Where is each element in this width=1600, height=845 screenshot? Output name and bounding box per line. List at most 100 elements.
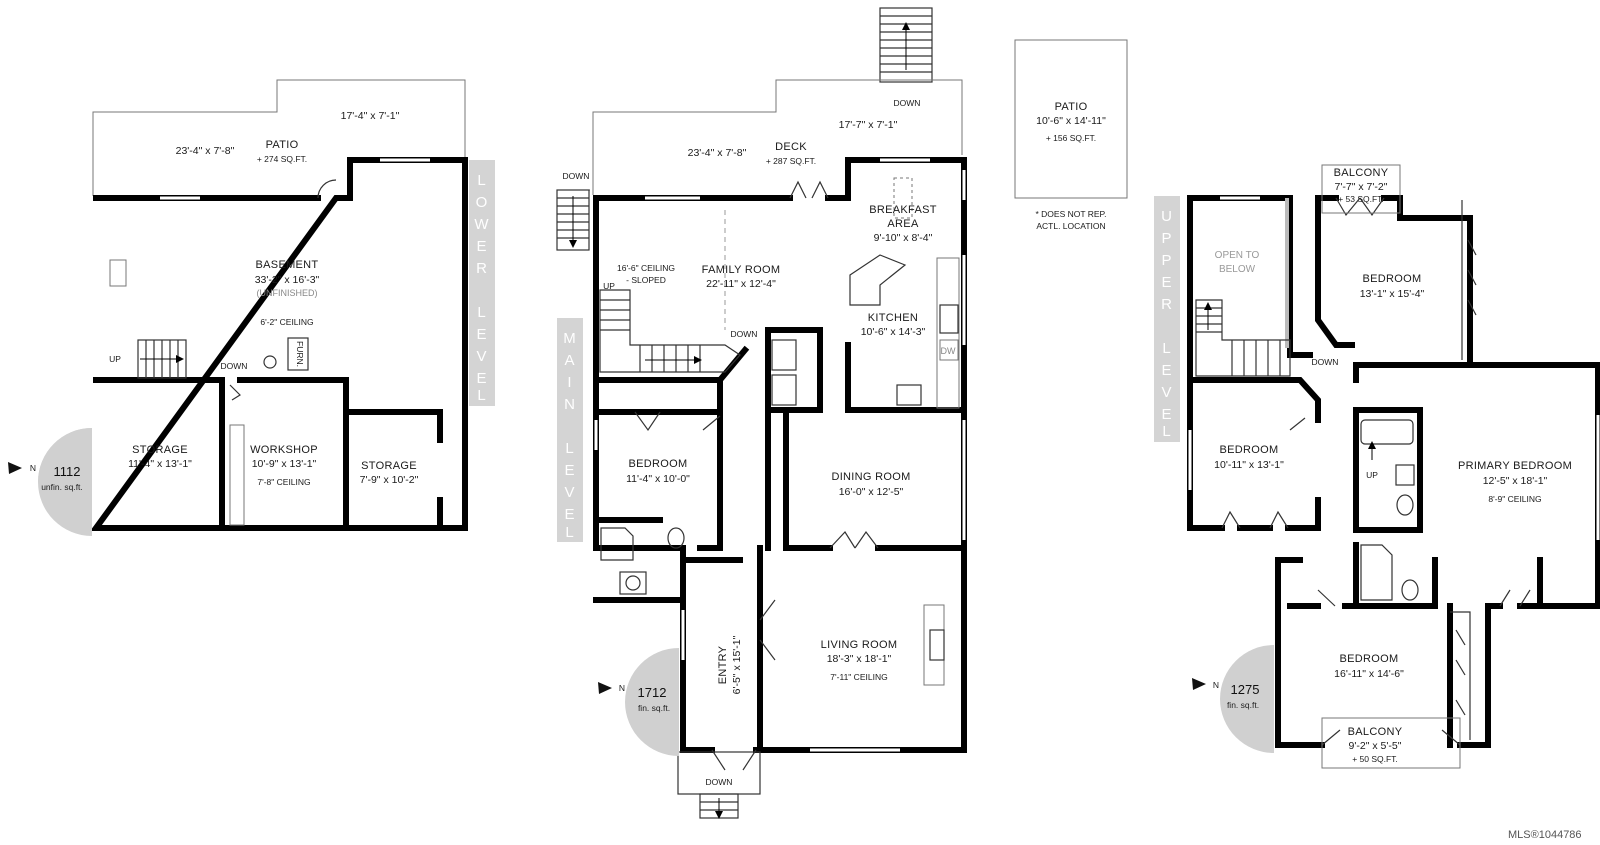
upper-north-label: N xyxy=(1213,680,1219,690)
lower-area-value: 1112 xyxy=(54,464,81,479)
bedroom-ne-name: BEDROOM xyxy=(1363,273,1422,285)
lower-patio-dim-right: 17'-4" x 7'-1" xyxy=(341,110,400,122)
main-bedroom-name: BEDROOM xyxy=(629,458,688,470)
upper-area-unit: fin. sq.ft. xyxy=(1227,700,1259,710)
living-name: LIVING ROOM xyxy=(821,639,898,651)
main-north-arrow-icon xyxy=(598,682,612,694)
lower-patio-dim-left: 23'-4" x 7'-8" xyxy=(176,145,235,157)
main-down-stair: DOWN xyxy=(731,329,758,339)
primary-bedroom-ceiling: 8'-9" CEILING xyxy=(1488,494,1541,504)
svg-text:O: O xyxy=(476,194,489,211)
main-level-plan: 23'-4" x 7'-8" DECK + 287 SQ.FT. 17'-7" … xyxy=(556,7,967,819)
storage1-dim: 11'-4" x 13'-1" xyxy=(128,458,192,470)
upper-level-text: U P P E R L E V E L xyxy=(1161,208,1173,440)
balcony-bottom-sqft: + 50 SQ.FT. xyxy=(1352,754,1398,764)
dining-dim: 16'-0" x 12'-5" xyxy=(839,486,904,498)
deck-name: DECK xyxy=(775,141,807,153)
svg-text:L: L xyxy=(477,387,486,404)
svg-text:E: E xyxy=(476,238,487,255)
breakfast-name-2: AREA xyxy=(887,218,919,230)
kitchen-name: KITCHEN xyxy=(868,312,918,324)
kitchen-dim: 10'-6" x 14'-3" xyxy=(861,326,926,338)
main-level-banner xyxy=(557,318,583,542)
bedroom-w-dim: 10'-11" x 13'-1" xyxy=(1214,459,1284,471)
primary-bedroom-dim: 12'-5" x 18'-1" xyxy=(1483,475,1548,487)
detached-patio-sqft: + 156 SQ.FT. xyxy=(1046,133,1096,143)
deck-dim-left: 23'-4" x 7'-8" xyxy=(688,147,747,159)
breakfast-name-1: BREAKFAST xyxy=(869,204,937,216)
basement-note: (UNFINISHED) xyxy=(257,288,318,298)
detached-patio-name: PATIO xyxy=(1055,101,1088,113)
svg-text:V: V xyxy=(476,348,487,365)
detached-patio-note-2: ACTL. LOCATION xyxy=(1036,221,1105,231)
lower-patio-outline xyxy=(92,79,466,196)
svg-text:V: V xyxy=(1161,384,1172,401)
entry-name: ENTRY xyxy=(717,645,729,684)
basement-ceiling: 6'-2" CEILING xyxy=(260,317,313,327)
detached-patio-outline xyxy=(1014,39,1128,199)
upper-stairs xyxy=(1195,299,1291,377)
main-down-top: DOWN xyxy=(894,98,921,108)
primary-bedroom-name: PRIMARY BEDROOM xyxy=(1458,460,1572,472)
svg-text:V: V xyxy=(564,484,575,501)
svg-text:M: M xyxy=(563,330,577,347)
svg-text:L: L xyxy=(477,304,486,321)
bedroom-s-name: BEDROOM xyxy=(1340,653,1399,665)
deck-dim-right: 17'-7" x 7'-1" xyxy=(839,119,898,131)
svg-text:E: E xyxy=(476,370,487,387)
workshop-name: WORKSHOP xyxy=(250,444,318,456)
svg-text:U: U xyxy=(1161,208,1173,225)
lower-patio-sqft: + 274 SQ.FT. xyxy=(257,154,307,164)
svg-text:E: E xyxy=(564,506,575,523)
main-stairs xyxy=(599,289,741,373)
family-name: FAMILY ROOM xyxy=(702,264,781,276)
upper-level-banner xyxy=(1154,196,1180,442)
mls-watermark: MLS®1044786 xyxy=(1508,829,1582,841)
basement-walls xyxy=(90,157,468,531)
svg-text:E: E xyxy=(1161,362,1172,379)
lower-level-plan: 23'-4" x 7'-8" PATIO + 274 SQ.FT. 17'-4"… xyxy=(8,79,495,536)
storage2-dim: 7'-9" x 10'-2" xyxy=(360,474,419,486)
main-down-left: DOWN xyxy=(563,171,590,181)
detached-patio: PATIO 10'-6" x 14'-11" + 156 SQ.FT. * DO… xyxy=(1014,39,1128,231)
open-to-below-2: BELOW xyxy=(1219,264,1256,275)
svg-text:E: E xyxy=(564,462,575,479)
balcony-top-name: BALCONY xyxy=(1334,167,1389,179)
living-dim: 18'-3" x 18'-1" xyxy=(827,653,892,665)
main-north-label: N xyxy=(619,683,625,693)
balcony-top-dim: 7'-7" x 7'-2" xyxy=(1335,181,1388,193)
upper-down-label: DOWN xyxy=(1312,357,1339,367)
bedroom-s-dim: 16'-11" x 14'-6" xyxy=(1334,668,1404,680)
entry-dim: 6'-5" x 15'-1" xyxy=(731,635,743,694)
detached-patio-note-1: * DOES NOT REP. xyxy=(1035,209,1106,219)
svg-text:E: E xyxy=(1161,406,1172,423)
svg-text:W: W xyxy=(474,216,489,233)
balcony-bottom-dim: 9'-2" x 5'-5" xyxy=(1349,740,1402,752)
upper-area-value: 1275 xyxy=(1231,682,1260,697)
svg-text:L: L xyxy=(565,440,574,457)
lower-down-label: DOWN xyxy=(221,361,248,371)
main-down-bottom: DOWN xyxy=(706,777,733,787)
lower-north-label: N xyxy=(30,463,36,473)
svg-text:L: L xyxy=(477,172,486,189)
ceiling-note-2: - SLOPED xyxy=(626,275,666,285)
storage1-name: STORAGE xyxy=(132,444,188,456)
upper-area-badge xyxy=(1220,645,1274,753)
basement-name: BASEMENT xyxy=(256,259,319,271)
upper-up-label: UP xyxy=(1366,470,1378,480)
lower-level-banner xyxy=(469,160,495,406)
lower-level-text: L O W E R L E V E L xyxy=(474,172,489,404)
workshop-dim: 10'-9" x 13'-1" xyxy=(252,458,317,470)
main-area-value: 1712 xyxy=(638,685,667,700)
lower-stairs xyxy=(137,339,187,379)
svg-text:R: R xyxy=(476,260,488,277)
main-level-text: M A I N L E V E L xyxy=(563,330,577,541)
balcony-bottom-name: BALCONY xyxy=(1348,726,1403,738)
main-up-label: UP xyxy=(603,281,615,291)
balcony-top-sqft: + 53 SQ.FT. xyxy=(1338,194,1384,204)
lower-patio-name: PATIO xyxy=(266,139,299,151)
bedroom-ne-dim: 13'-1" x 15'-4" xyxy=(1360,288,1425,300)
breakfast-dim: 9'-10" x 8'-4" xyxy=(874,232,933,244)
upper-north-arrow-icon xyxy=(1192,678,1206,690)
